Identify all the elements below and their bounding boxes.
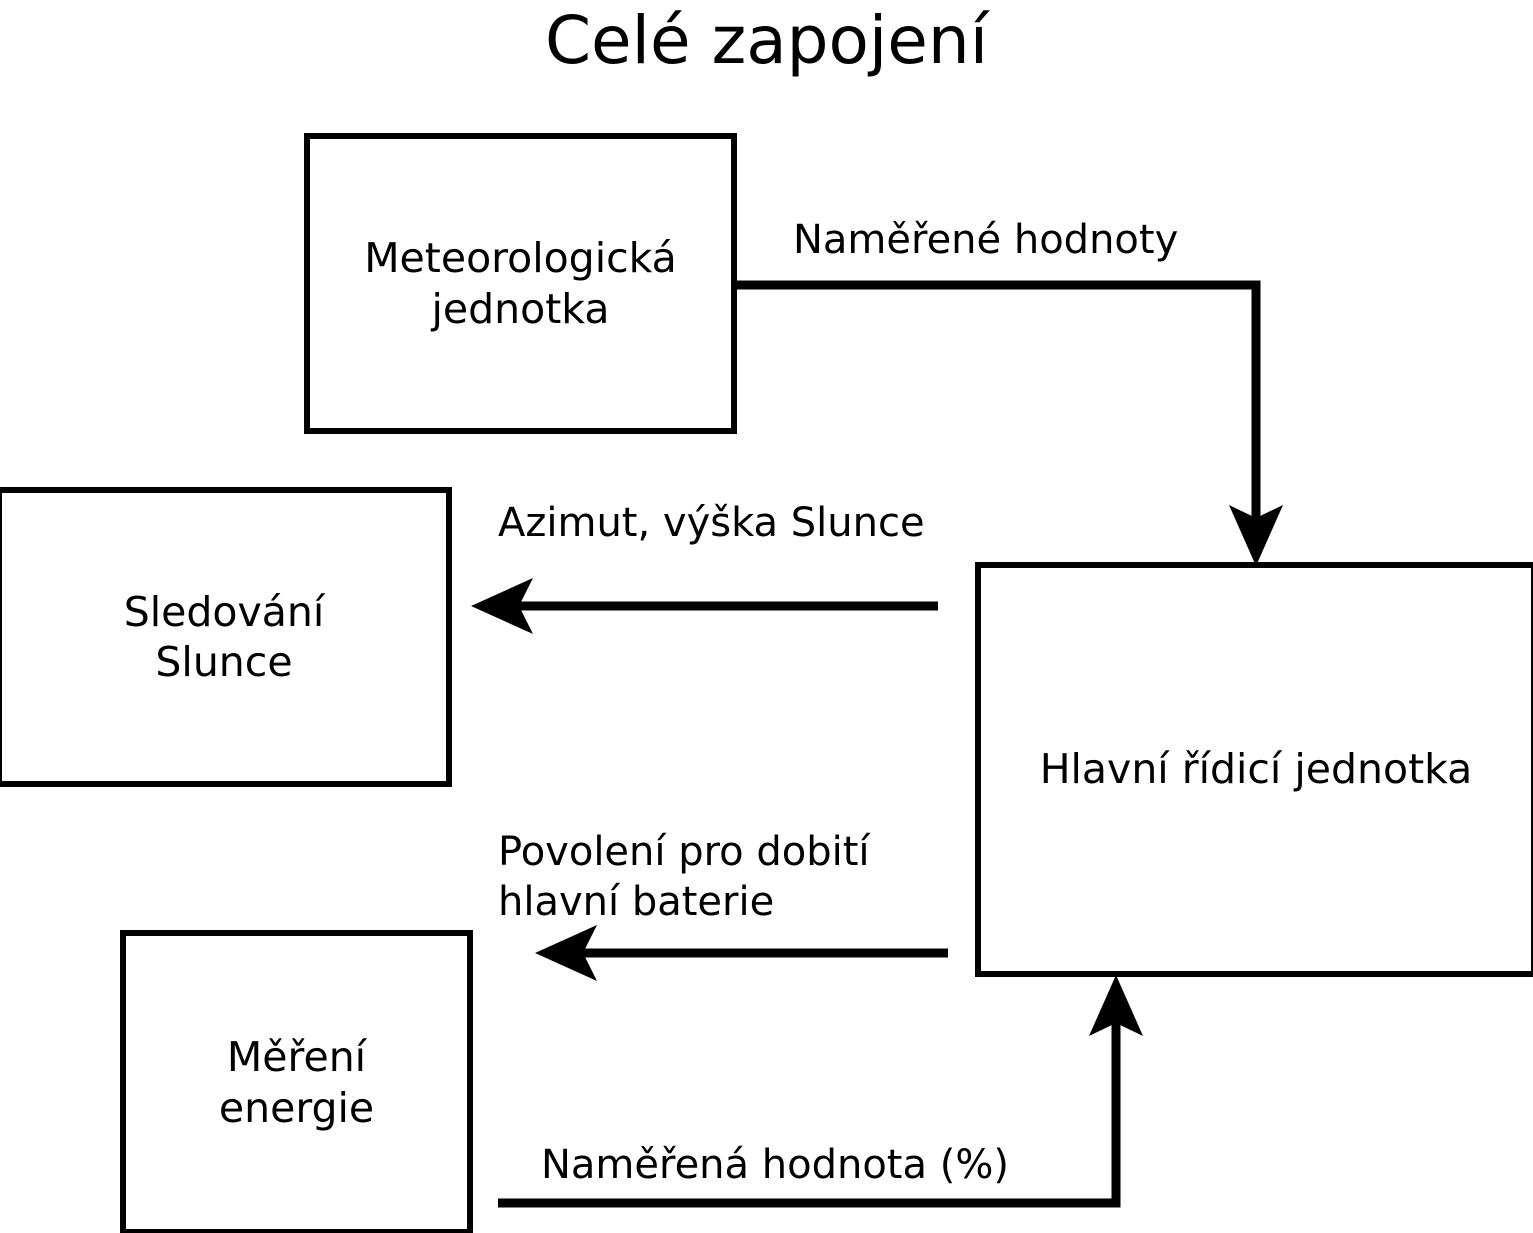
edge-label-measured-values: Naměřené hodnoty [793,217,1179,263]
node-energy-measurement[interactable]: Měření energie [120,930,473,1233]
connector-charge-permission [535,925,948,981]
edge-label-charge-permission: Povolení pro dobití hlavní baterie [498,829,870,925]
node-main-control-unit-label: Hlavní řídicí jednotka [1039,745,1473,794]
connector-measured-values [733,280,1283,566]
connector-measured-percentage [498,975,1143,1208]
arrowhead-up-icon [1089,975,1143,1036]
arrowhead-left-icon [471,578,533,634]
arrowhead-left-icon [535,925,597,981]
arrowhead-down-icon [1229,505,1283,566]
node-energy-measurement-label: Měření energie [218,1033,375,1132]
connector-azimuth [471,578,938,634]
node-sun-tracking[interactable]: Sledování Slunce [0,487,452,787]
page-title: Celé zapojení [544,2,989,79]
node-main-control-unit[interactable]: Hlavní řídicí jednotka [975,562,1533,977]
edge-label-azimuth: Azimut, výška Slunce [498,500,925,546]
edge-label-measured-percentage: Naměřená hodnota (%) [541,1142,1009,1188]
node-meteo-unit[interactable]: Meteorologická jednotka [304,133,737,434]
node-sun-tracking-label: Sledování Slunce [123,587,325,686]
node-meteo-unit-label: Meteorologická jednotka [364,234,677,333]
